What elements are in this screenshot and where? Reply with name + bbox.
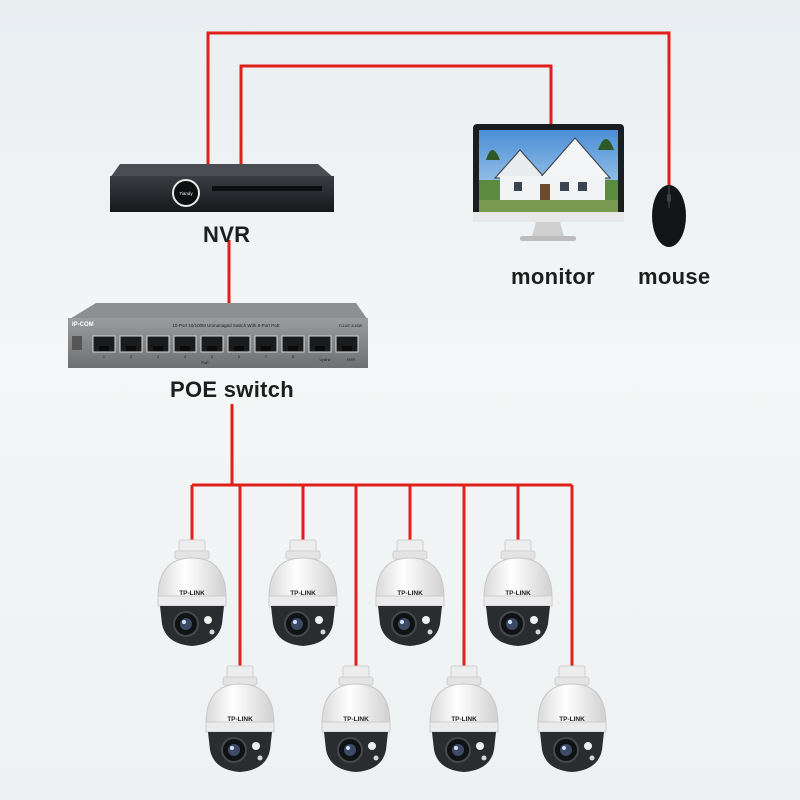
switch-port-clip <box>234 346 244 351</box>
switch-port-number: 2 <box>130 354 133 359</box>
switch-port-number: 4 <box>184 354 187 359</box>
cable-nvr-to-mouse <box>206 31 671 186</box>
camera-brand-text: TP-LINK <box>559 716 585 723</box>
switch-port-clip <box>207 346 217 351</box>
nvr-brand-text: Tiandy <box>179 191 193 196</box>
camera-brand-text: TP-LINK <box>343 716 369 723</box>
ptz-camera-icon: TP-LINK <box>205 665 275 773</box>
switch-port <box>227 335 251 353</box>
ptz-camera-icon: TP-LINK <box>375 539 445 647</box>
switch-port <box>119 335 143 353</box>
camera-brand-text: TP-LINK <box>227 716 253 723</box>
mouse-icon <box>652 185 686 247</box>
camera-brand-text: TP-LINK <box>505 590 531 597</box>
switch-port-clip <box>99 346 109 351</box>
switch-port <box>308 335 332 353</box>
monitor-icon <box>473 124 624 241</box>
ptz-camera-icon: TP-LINK <box>157 539 227 647</box>
camera-brand-text: TP-LINK <box>451 716 477 723</box>
switch-port-clip <box>288 346 298 351</box>
switch-port-clip <box>126 346 136 351</box>
cable-network <box>190 31 671 666</box>
ptz-camera-icon: TP-LINK <box>483 539 553 647</box>
camera-array: TP-LINK TP-LINK TP-LINK TP-LINK TP-LINK TP-LI… <box>157 539 607 773</box>
switch-port-clip <box>261 346 271 351</box>
poe-switch-icon: IP-COM 10-Port 10/100M Unmanaged Switch … <box>68 303 368 368</box>
camera-brand-text: TP-LINK <box>397 590 423 597</box>
cable-cameras-row2 <box>238 485 574 666</box>
switch-poe-text: PoE <box>201 360 209 365</box>
switch-port <box>200 335 224 353</box>
switch-port-numbers: 1 2 3 4 5 6 7 8 <box>103 354 295 359</box>
switch-port-number: 5 <box>211 354 214 359</box>
switch-port-clip <box>153 346 163 351</box>
camera-brand-text: TP-LINK <box>290 590 316 597</box>
switch-port-number: 7 <box>265 354 268 359</box>
switch-port-number: 8 <box>292 354 295 359</box>
switch-ports <box>92 335 359 353</box>
switch-brand-text: IP-COM <box>72 322 94 328</box>
ptz-camera-icon: TP-LINK <box>429 665 499 773</box>
ptz-camera-icon: TP-LINK <box>268 539 338 647</box>
switch-nvr-port-text: NVR <box>347 357 356 362</box>
switch-port-number: 6 <box>238 354 241 359</box>
switch-port-clip <box>180 346 190 351</box>
switch-port-number: 1 <box>103 354 106 359</box>
switch-uplink-text: Uplink <box>319 357 330 362</box>
switch-port <box>146 335 170 353</box>
monitor-label: monitor <box>511 264 595 289</box>
switch-label: POE switch <box>170 377 295 402</box>
camera-brand-text: TP-LINK <box>179 590 205 597</box>
switch-title-text: 10-Port 10/100M Unmanaged Switch With 8-… <box>172 323 279 328</box>
switch-port <box>281 335 305 353</box>
cable-cameras-row1 <box>190 485 520 540</box>
switch-port <box>173 335 197 353</box>
ptz-camera-icon: TP-LINK <box>537 665 607 773</box>
switch-port-number: 3 <box>157 354 160 359</box>
switch-port <box>335 335 359 353</box>
switch-port <box>92 335 116 353</box>
switch-port-clip <box>342 346 352 351</box>
switch-model-text: F1110P-8-63W <box>339 324 363 328</box>
ptz-camera-icon: TP-LINK <box>321 665 391 773</box>
switch-port-clip <box>315 346 325 351</box>
mouse-label: mouse <box>638 264 711 289</box>
cable-nvr-to-monitor <box>239 64 553 172</box>
nvr-label: NVR <box>203 222 251 247</box>
switch-port <box>254 335 278 353</box>
nvr-recorder-icon: Tiandy <box>110 164 334 212</box>
